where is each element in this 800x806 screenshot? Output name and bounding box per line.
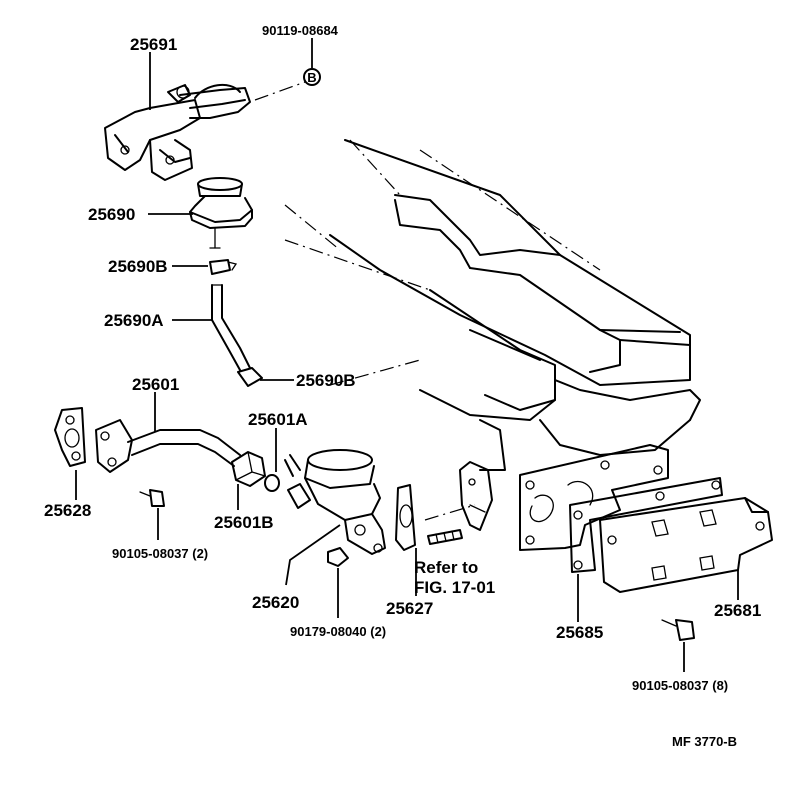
gasket-25685 [569,477,723,573]
label-90105-08037-2: 90105-08037 (2) [112,546,208,561]
hose-clip-25690b-top [209,259,238,275]
label-25620: 25620 [252,593,299,612]
label-25685: 25685 [556,623,603,642]
refer-to-line2: FIG. 17-01 [414,578,495,597]
union-nut-25601b [231,451,266,487]
label-90179-08040-2: 90179-08040 (2) [290,624,386,639]
bolt-90105-08037-left [139,489,165,507]
stud-bolt [427,529,463,545]
cover-25681 [599,497,773,593]
label-25690a: 25690A [104,311,164,330]
gasket-25627 [395,484,416,551]
label-25601a: 25601A [248,410,308,429]
label-25681: 25681 [714,601,761,620]
label-25601: 25601 [132,375,179,394]
intake-manifold [284,139,701,551]
vacuum-hose-25690a [211,284,263,387]
label-90105-08037-8: 90105-08037 (8) [632,678,728,693]
gasket-25628 [54,407,86,467]
label-90119-08684: 90119-08684 [262,23,339,38]
label-25628: 25628 [44,501,91,520]
egr-valve-25620 [284,449,386,555]
label-25690b-top: 25690B [108,257,168,276]
nut-90179-08040 [327,547,349,567]
label-25690: 25690 [88,205,135,224]
gasket-25601a [264,474,280,492]
marker-b-label: B [307,70,316,85]
refer-to-line1: Refer to [414,558,478,577]
label-25690b-bottom: 25690B [296,371,356,390]
bracket-25691 [104,83,251,181]
label-25627: 25627 [386,599,433,618]
label-25601b: 25601B [214,513,274,532]
figure-code: MF 3770-B [672,734,737,749]
vacuum-modulator-25690 [189,177,253,249]
egr-pipe-25601 [95,419,241,473]
bolt-90105-08037-right [661,619,695,641]
marker-b: B [303,68,321,86]
label-25691: 25691 [130,35,177,54]
